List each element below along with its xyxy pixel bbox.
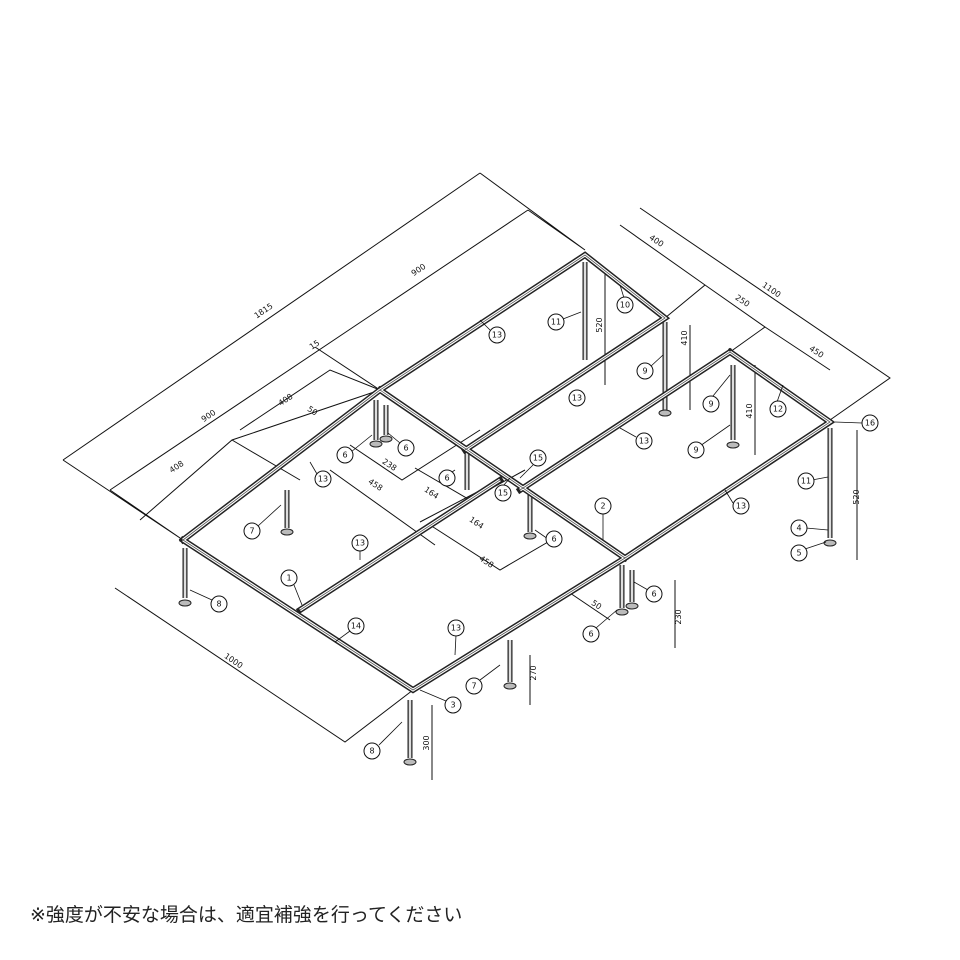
svg-text:6: 6 [588, 630, 593, 639]
svg-text:14: 14 [351, 622, 361, 631]
balloon-13: 13 [314, 470, 332, 488]
strength-note: ※強度が不安な場合は、適宜補強を行ってください [30, 904, 463, 926]
dim-50: 50 [590, 598, 603, 611]
svg-text:6: 6 [551, 535, 556, 544]
balloons: 13 11 10 9 13 9 12 16 9 13 15 6 15 2 13 … [189, 284, 879, 760]
svg-text:9: 9 [693, 446, 698, 455]
balloon-13: 13 [568, 389, 586, 407]
dim-410: 410 [680, 330, 689, 345]
balloon-8: 8 [210, 595, 228, 613]
balloon-13: 13 [635, 432, 653, 450]
dim-458: 458 [478, 554, 496, 570]
balloon-1: 1 [280, 569, 298, 587]
svg-text:5: 5 [796, 549, 801, 558]
dim-164: 164 [468, 515, 486, 531]
balloon-11: 11 [797, 472, 815, 490]
balloon-6: 6 [397, 439, 415, 457]
svg-text:13: 13 [736, 502, 746, 511]
dim-520: 520 [852, 489, 861, 504]
svg-text:13: 13 [572, 394, 582, 403]
balloon-15: 15 [529, 449, 547, 467]
balloon-6: 6 [336, 446, 354, 464]
dimension-lines [62, 172, 891, 780]
svg-text:13: 13 [451, 624, 461, 633]
balloon-16: 16 [861, 414, 879, 432]
balloon-12: 12 [769, 400, 787, 418]
svg-text:4: 4 [796, 524, 801, 533]
balloon-15: 15 [494, 484, 512, 502]
balloon-9: 9 [702, 395, 720, 413]
svg-text:13: 13 [492, 331, 502, 340]
svg-text:1: 1 [286, 574, 291, 583]
svg-text:2: 2 [600, 502, 605, 511]
dim-408-back: 408 [277, 392, 295, 408]
dim-410: 410 [745, 403, 754, 418]
balloon-14: 14 [347, 617, 365, 635]
svg-text:8: 8 [216, 600, 221, 609]
svg-text:13: 13 [318, 475, 328, 484]
dimension-labels: 1815 900 900 408 408 50 15 238 458 164 1… [168, 233, 861, 751]
dim-900-front: 900 [200, 408, 218, 424]
balloon-9: 9 [687, 441, 705, 459]
balloon-6: 6 [645, 585, 663, 603]
balloon-9: 9 [636, 362, 654, 380]
svg-text:6: 6 [342, 451, 347, 460]
dim-270: 270 [529, 665, 538, 680]
balloon-6: 6 [545, 530, 563, 548]
svg-text:11: 11 [801, 477, 811, 486]
dim-458: 458 [367, 477, 385, 493]
frame-beams [178, 251, 836, 694]
dim-230: 230 [674, 609, 683, 624]
balloon-13: 13 [488, 326, 506, 344]
balloon-2: 2 [594, 497, 612, 515]
dim-164: 164 [423, 485, 441, 501]
balloon-6: 6 [438, 469, 456, 487]
svg-text:7: 7 [471, 682, 476, 691]
dim-520: 520 [595, 317, 604, 332]
balloon-11: 11 [547, 313, 565, 331]
balloon-6: 6 [582, 625, 600, 643]
svg-text:6: 6 [444, 474, 449, 483]
balloon-3: 3 [444, 696, 462, 714]
svg-text:6: 6 [403, 444, 408, 453]
balloon-8: 8 [363, 742, 381, 760]
svg-text:15: 15 [533, 454, 543, 463]
svg-text:15: 15 [498, 489, 508, 498]
balloon-10: 10 [616, 296, 634, 314]
svg-text:13: 13 [639, 437, 649, 446]
dim-300: 300 [422, 735, 431, 750]
dim-1815: 1815 [253, 302, 275, 321]
dim-238: 238 [381, 457, 399, 473]
svg-text:12: 12 [773, 405, 783, 414]
balloon-5: 5 [790, 544, 808, 562]
svg-text:13: 13 [355, 539, 365, 548]
balloon-13: 13 [732, 497, 750, 515]
balloon-13: 13 [447, 619, 465, 637]
svg-text:9: 9 [708, 400, 713, 409]
dim-1100: 1100 [760, 281, 782, 300]
dim-50: 50 [306, 404, 319, 417]
svg-text:6: 6 [651, 590, 656, 599]
balloon-7: 7 [465, 677, 483, 695]
svg-text:11: 11 [551, 318, 561, 327]
dim-408-front: 408 [168, 459, 186, 475]
svg-text:3: 3 [450, 701, 455, 710]
balloon-13: 13 [351, 534, 369, 552]
svg-text:10: 10 [620, 301, 630, 310]
svg-text:8: 8 [369, 747, 374, 756]
balloon-4: 4 [790, 519, 808, 537]
dim-900-back: 900 [410, 262, 428, 278]
svg-text:9: 9 [642, 367, 647, 376]
svg-text:7: 7 [249, 527, 254, 536]
svg-text:16: 16 [865, 419, 875, 428]
dim-450: 450 [808, 344, 826, 360]
balloon-7: 7 [243, 522, 261, 540]
